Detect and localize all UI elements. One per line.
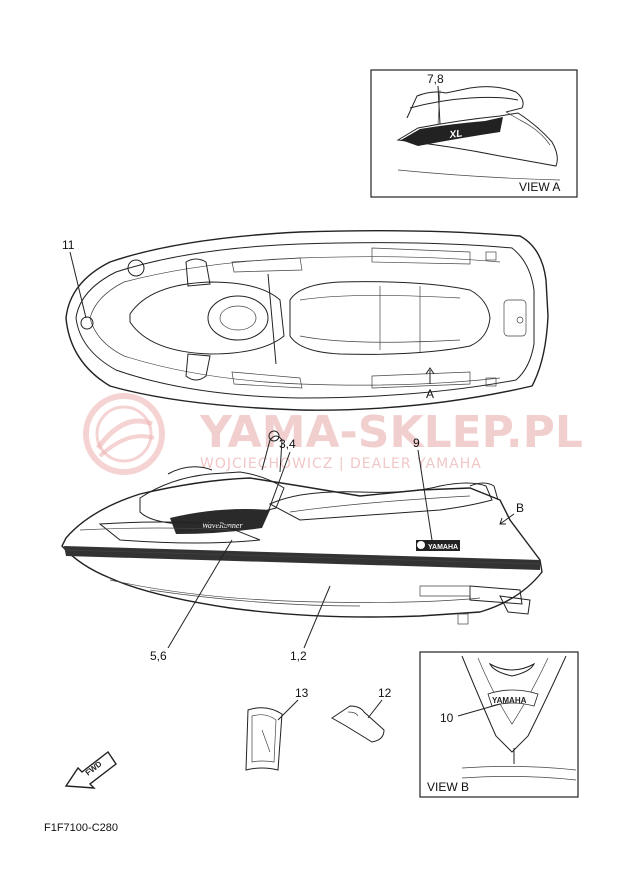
view-b-yamaha-text: YAMAHA <box>492 696 527 705</box>
side-view-watercraft: WaveRunner YAMAHA 3,4 9 5,6 1,2 B <box>61 430 543 663</box>
top-view-watercraft: 11 A <box>62 229 549 411</box>
item-12-plate: 12 <box>331 686 392 743</box>
callout-13: 13 <box>295 686 309 700</box>
side-yamaha-text: YAMAHA <box>428 544 458 551</box>
drawing-code: F1F7100-C280 <box>44 822 118 834</box>
leader-12 <box>367 699 383 719</box>
watermark-title: YAMA-SKLEP.PL <box>199 407 583 458</box>
side-seat <box>268 482 493 521</box>
view-b-label: VIEW B <box>427 780 469 794</box>
callout-1-2: 1,2 <box>290 649 307 663</box>
view-b-arrow-icon <box>499 513 515 525</box>
watermark-subtitle: WOJCIECHOWICZ | DEALER YAMAHA <box>200 456 482 472</box>
view-b-panel: YAMAHA 10 VIEW B <box>419 651 579 798</box>
side-yamaha-decal <box>416 540 460 551</box>
callout-7-8: 7,8 <box>427 72 444 86</box>
side-hull-outline <box>61 477 543 618</box>
side-handlebar <box>261 435 283 473</box>
watermark-logo-icon <box>83 393 165 475</box>
side-stripe <box>64 546 540 570</box>
top-console <box>129 281 285 355</box>
view-a-seat <box>406 86 524 119</box>
callout-12: 12 <box>378 686 392 700</box>
view-b-frame <box>419 651 579 798</box>
view-a-frame <box>370 69 578 198</box>
leader-9 <box>417 449 433 541</box>
top-seat <box>289 281 491 355</box>
callout-3-4: 3,4 <box>279 437 296 451</box>
leader-10 <box>457 703 501 717</box>
view-a-panel: XL 7,8 VIEW A <box>370 69 578 198</box>
fwd-arrow-icon: FWD <box>64 750 117 789</box>
top-hull-outline <box>65 229 549 411</box>
leader-11 <box>69 251 87 319</box>
view-a-label: VIEW A <box>519 180 560 194</box>
leader-5-6 <box>167 539 233 649</box>
view-b-stern <box>461 655 567 753</box>
callout-5-6: 5,6 <box>150 649 167 663</box>
callout-10: 10 <box>440 711 454 725</box>
top-handlebar <box>267 273 277 365</box>
view-b-marker: B <box>516 501 524 515</box>
item-13-card: 13 <box>245 686 309 771</box>
item-11-marker <box>80 316 94 330</box>
view-a-xl-text: XL <box>448 128 463 141</box>
leader-13 <box>277 699 299 721</box>
watermark: YAMA-SKLEP.PL WOJCIECHOWICZ | DEALER YAM… <box>83 393 583 475</box>
view-arrow-icon <box>425 367 435 384</box>
side-decal-5-6 <box>170 509 270 534</box>
callout-9: 9 <box>413 436 420 450</box>
leader-7-8 <box>437 85 441 125</box>
view-a-marker: A <box>426 387 434 401</box>
view-a-hull <box>396 112 558 167</box>
callout-11: 11 <box>62 238 75 252</box>
leader-1-2 <box>303 585 331 649</box>
view-a-decal <box>401 117 503 146</box>
leader-3-4 <box>267 451 291 513</box>
